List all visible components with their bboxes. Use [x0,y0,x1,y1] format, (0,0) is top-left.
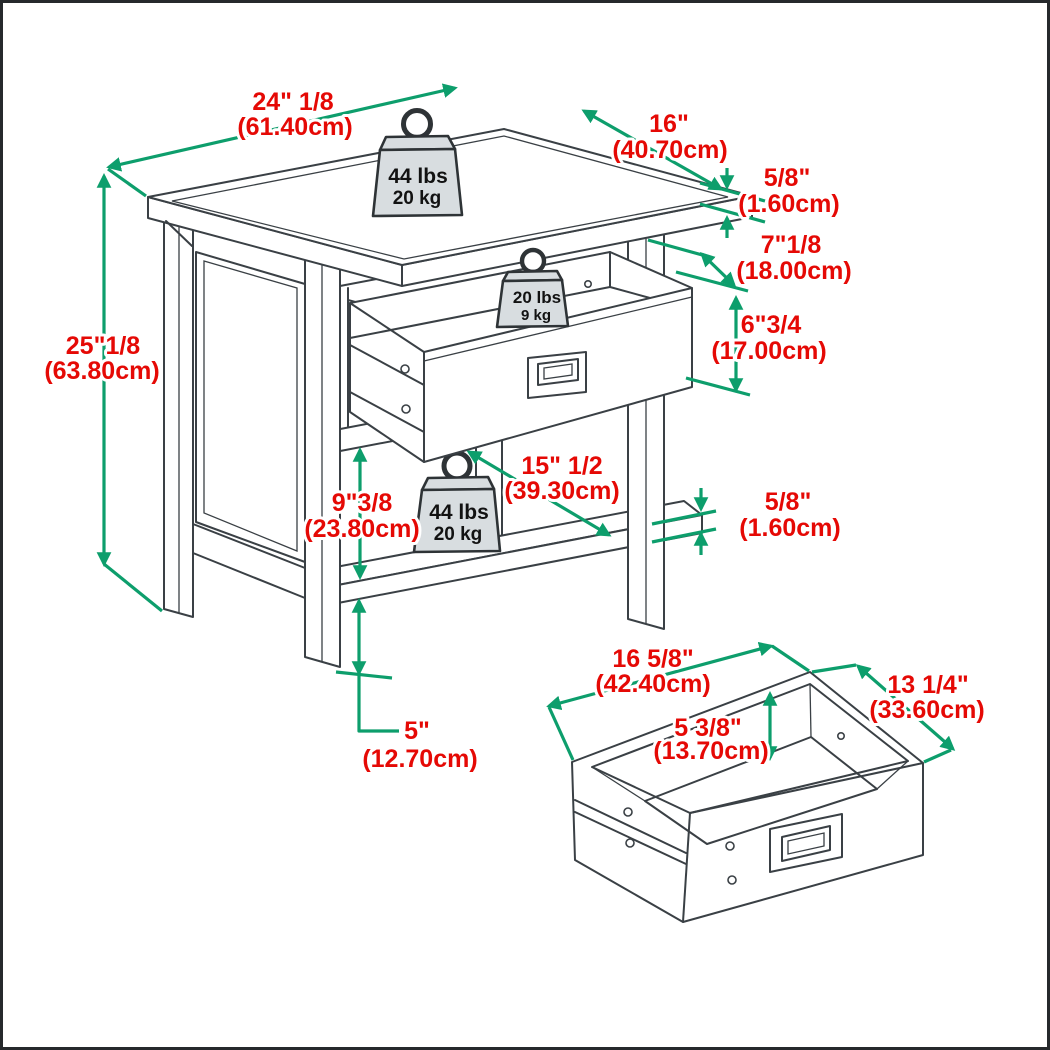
drawerbox-side-line-2 [574,811,687,865]
ref-shelf-thickness-1 [651,509,717,526]
weight-body [495,278,570,329]
drawerbox-side-line-1 [574,799,687,854]
drawerbox-front-top-edge [689,762,924,814]
dimension-labels: 24" 1/8 (61.40cm) 16" (40.70cm) 5/8" (1.… [41,85,987,776]
label-drawer-width-cm: (42.40cm) [595,670,710,698]
label-drawer-front-height-cm: (18.00cm) [736,257,851,285]
detached-drawer-drawing [571,671,924,923]
side-panel [195,251,306,563]
leader-drawer-width-2 [771,644,810,673]
ref-drawer-bottom [685,376,751,397]
screw-hole [725,841,735,851]
screw-hole [583,279,592,288]
ref-drawer-front-top [647,238,707,258]
ref-drawer-front-bottom [675,270,749,293]
drawer-slide-line-1 [349,344,425,386]
arrow-drawer-width [546,641,774,711]
label-drawer-depth-in: 13 1/4" [887,671,968,699]
weight-kg-label: 9 kg [521,307,551,324]
drawerbox-corner-left [591,766,646,802]
screw-hole [836,731,845,740]
weight-lbs-label: 20 lbs [513,288,561,307]
label-shelf-clearance-cm: (23.80cm) [304,515,419,543]
label-drawer-front-height-in: 7"1/8 [761,231,822,259]
leader-drawer-depth-2 [923,748,952,764]
label-overall-height-in: 25"1/8 [66,332,141,360]
label-drawer-width-in: 16 5/8" [612,645,693,673]
weight-ring [441,450,473,482]
weight-kg-label: 20 kg [393,188,442,209]
drawerbox-silhouette [571,671,924,923]
screw-hole [727,875,737,885]
label-drawer-depth-cm: (33.60cm) [869,696,984,724]
arrow-depth [581,109,724,191]
weight-ring [401,108,433,140]
label-width-cm: (61.40cm) [237,113,352,141]
label-leg-height-in: 5" [404,717,430,745]
drawer-side-top-edge [349,302,425,353]
open-drawer-drawing [349,251,693,463]
weight-kg-label: 20 kg [434,524,483,545]
leader-width [107,167,147,198]
ref-floor [335,670,393,680]
drawerbox-handle-bar [787,832,825,855]
arrow-shelf-width [466,450,612,537]
label-shelf-thickness-cm: (1.60cm) [739,514,840,542]
label-shelf-width-in: 15" 1/2 [521,452,602,480]
drawerbox-front-left-edge [682,812,691,923]
label-shelf-width-cm: (39.30cm) [504,477,619,505]
leader-overall-height [102,562,164,613]
label-top-thickness-in: 5/8" [764,164,811,192]
label-drawer-inner-height-cm: (13.70cm) [653,737,768,765]
drawer-back-inner-edge [349,286,611,339]
weight-icon-top: 44 lbs 20 kg [371,108,464,218]
drawerbox-handle [769,813,843,873]
weight-ring [519,247,547,275]
side-panel-bevel [203,260,298,552]
drawer-slide-line-2 [349,391,425,433]
arrow-drawer-front-height [699,251,737,288]
ref-top-thickness-1 [699,181,766,203]
ref-top-thickness-2 [699,202,766,224]
leader-drawer-width-1 [547,706,575,761]
label-overall-height-cm: (63.80cm) [44,357,159,385]
drawer-floor-edge [609,286,651,299]
dimension-arrows [96,83,956,764]
leader-leg-height [357,673,399,733]
label-depth-in: 16" [649,110,689,138]
leader-drawer-depth-1 [811,663,857,674]
label-drawer-height-in: 6"3/4 [741,311,802,339]
weight-lbs-label: 44 lbs [388,165,448,188]
label-shelf-clearance-in: 9"3/8 [332,489,393,517]
screw-hole [401,404,411,414]
drawerbox-corner-right [876,760,909,790]
screw-hole [625,838,635,848]
arrow-drawer-depth [855,664,956,751]
screw-hole [623,807,633,817]
tabletop-miter [165,220,193,247]
weight-icon-drawer: 20 lbs 9 kg [495,247,570,329]
label-drawer-height-cm: (17.00cm) [711,337,826,365]
label-shelf-thickness-in: 5/8" [765,488,812,516]
label-depth-cm: (40.70cm) [612,136,727,164]
drawer-handle-recess [537,358,579,386]
weight-lbs-label: 44 lbs [429,501,489,524]
arrow-width [106,83,458,172]
drawer-front-top-bevel [423,296,693,362]
label-leg-height-cm: (12.70cm) [362,745,477,773]
label-drawer-inner-height-in: 5 3/8" [674,714,741,742]
label-width-in: 24" 1/8 [252,88,333,116]
label-top-thickness-cm: (1.60cm) [738,190,839,218]
screw-hole [400,364,410,374]
drawerbox-corner-back [809,683,812,738]
drawer-handle-bar [543,363,573,380]
drawerbox-handle-recess [781,825,831,862]
